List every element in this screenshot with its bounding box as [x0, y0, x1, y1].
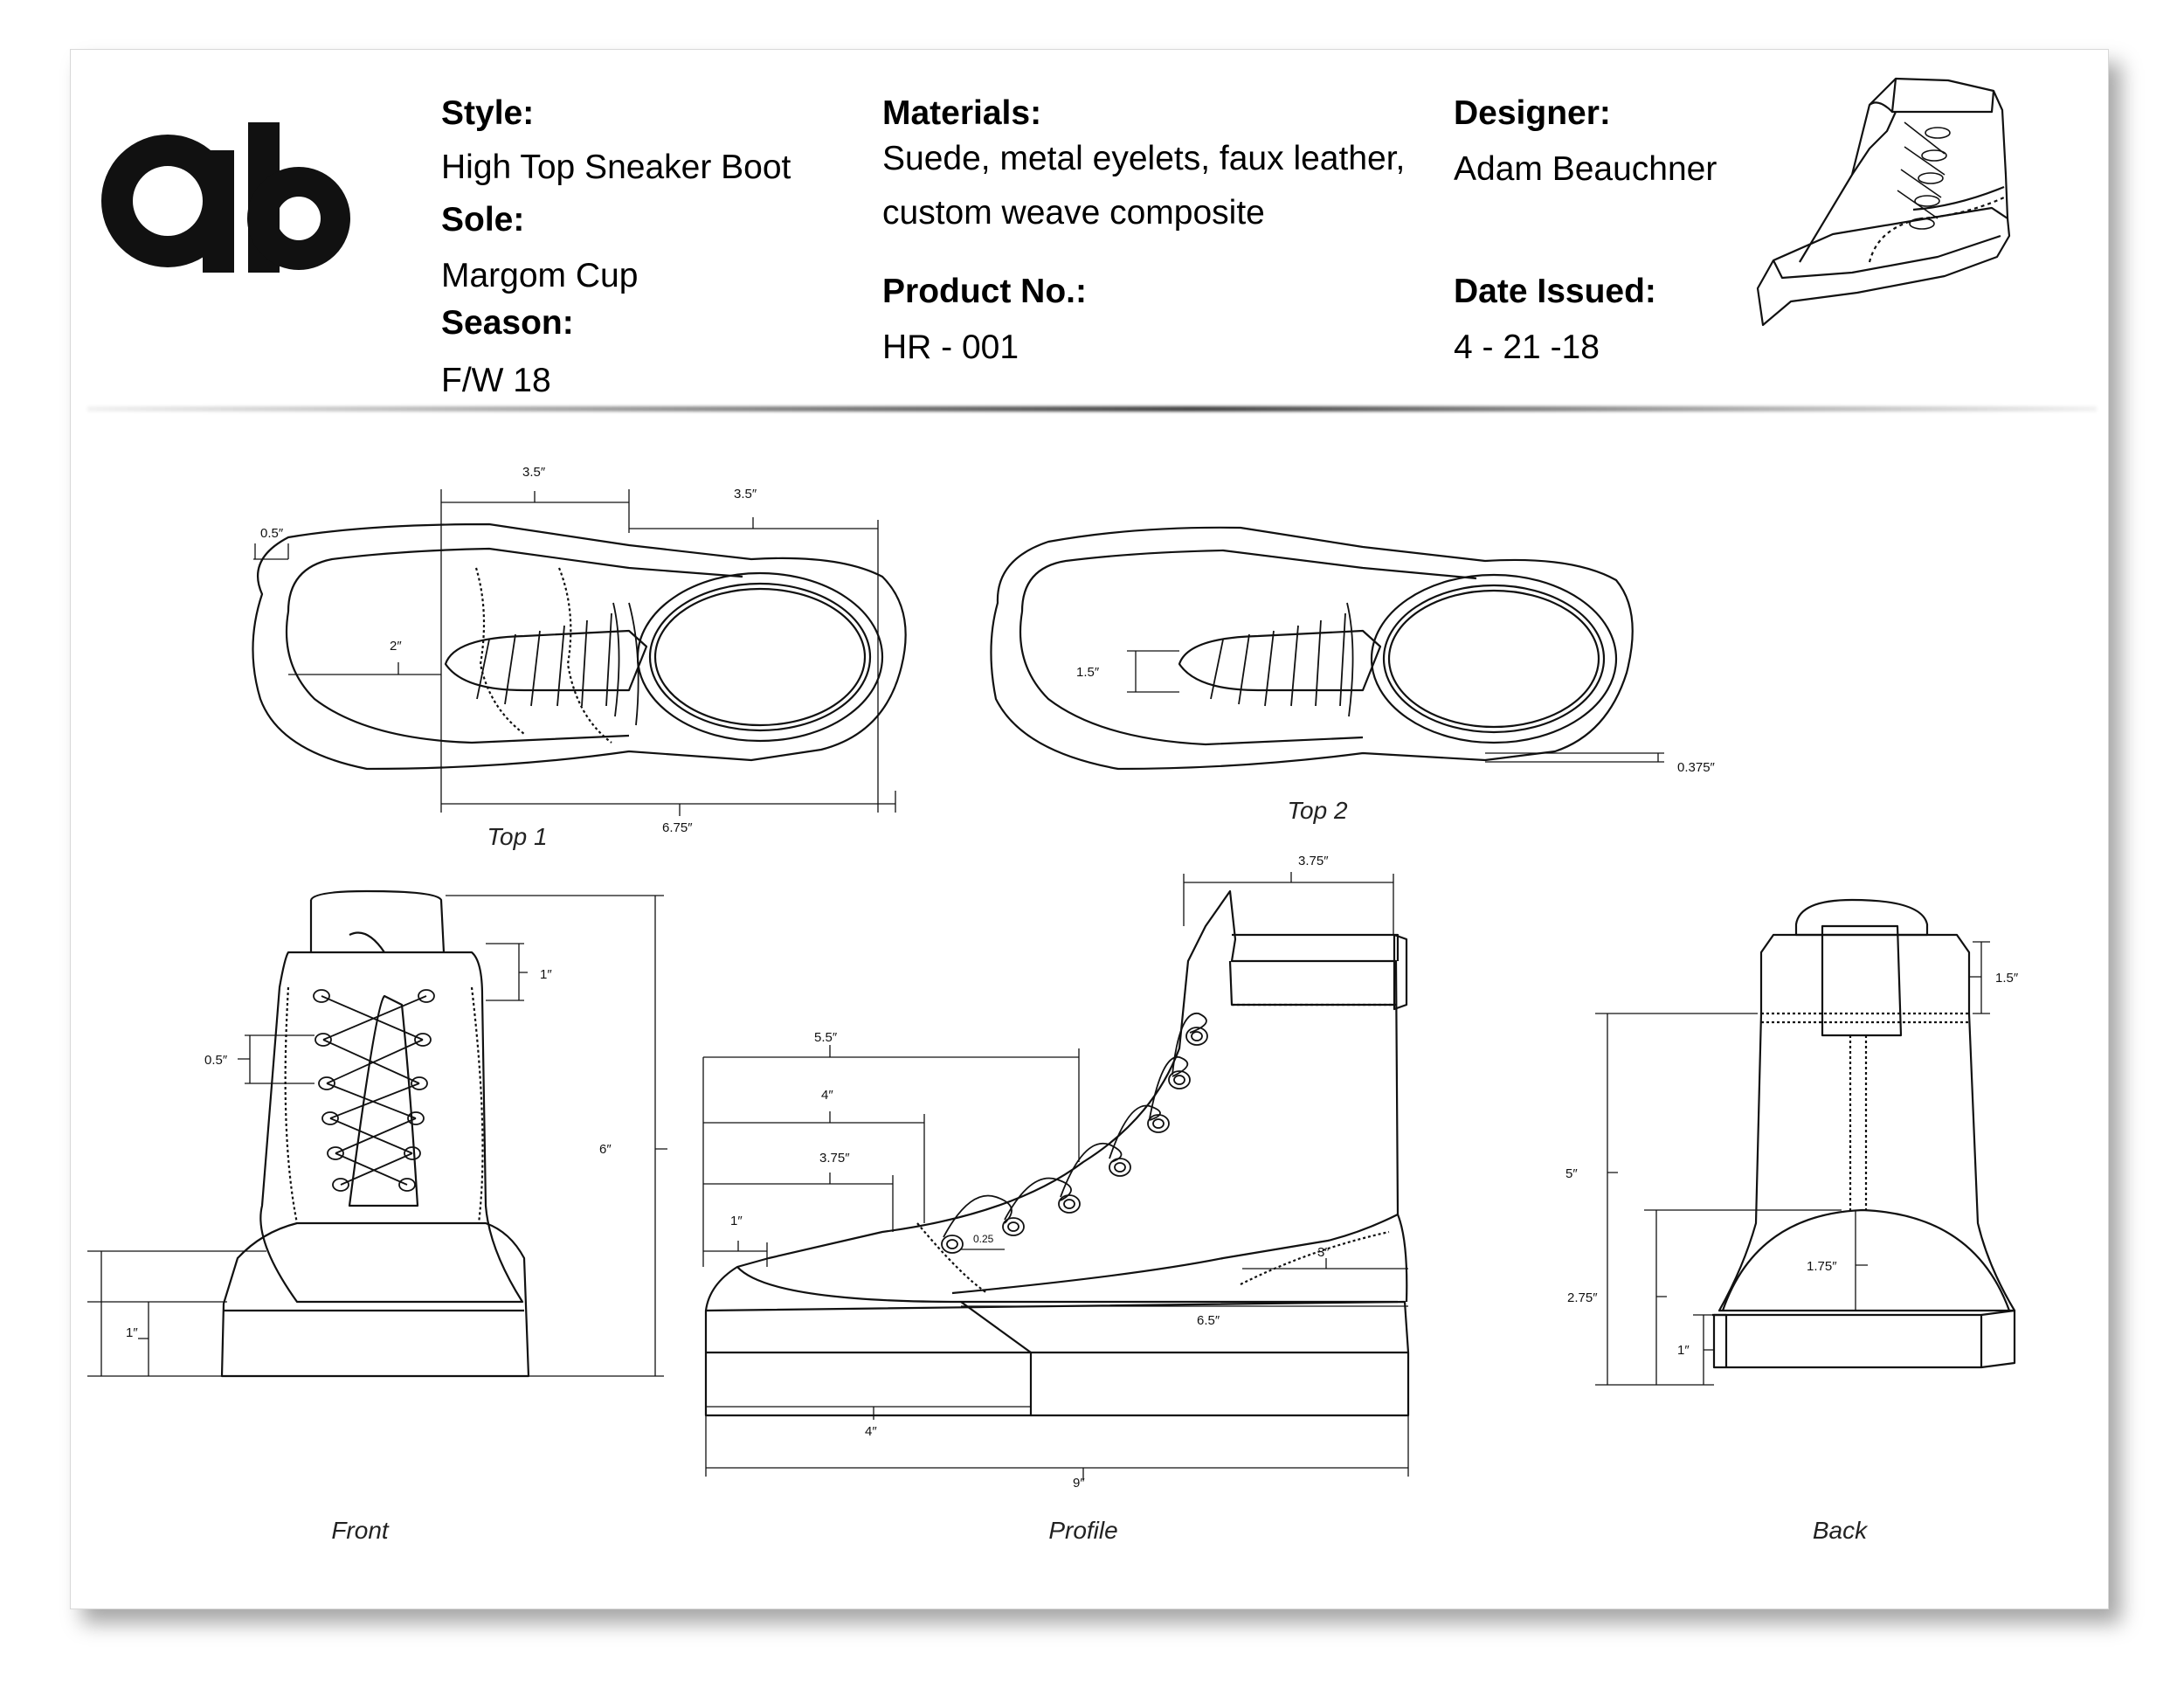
profile-view-drawing — [702, 872, 1410, 1480]
dim-profile-e: 0.25 — [973, 1233, 994, 1245]
designer-value: Adam Beauchner — [1454, 150, 1717, 188]
dim-back-e: 1″ — [1677, 1343, 1690, 1358]
dim-front-d: 1″ — [126, 1325, 138, 1340]
dim-top2-sole: 0.375″ — [1677, 760, 1716, 775]
back-view-drawing — [1595, 898, 2016, 1386]
dim-profile-b: 4″ — [821, 1088, 833, 1103]
view-label-top-1: Top 1 — [487, 823, 548, 850]
dim-profile-f: 3″ — [1317, 1245, 1330, 1260]
dim-back-c: 1.75″ — [1807, 1259, 1837, 1274]
brand-logo — [98, 96, 360, 288]
dim-top2-lace: 1.5″ — [1076, 665, 1100, 680]
tech-pack-sheet — [70, 49, 2109, 1609]
designer-label: Designer: — [1454, 94, 1611, 132]
boot-thumbnail-icon — [1756, 77, 2011, 327]
top-view-2-drawing — [990, 526, 1664, 771]
front-view-drawing — [87, 889, 667, 1378]
style-value: High Top Sneaker Boot — [441, 149, 791, 186]
dim-profile-i: 9″ — [1073, 1476, 1085, 1491]
date-issued-value: 4 - 21 -18 — [1454, 329, 1600, 366]
dim-profile-g: 6.5″ — [1197, 1313, 1220, 1328]
materials-line-1: Suede, metal eyelets, faux leather, — [882, 140, 1406, 177]
top-view-1-drawing — [252, 489, 907, 816]
view-label-top-2: Top 2 — [1287, 797, 1348, 824]
sole-label: Sole: — [441, 201, 525, 239]
view-label-profile: Profile — [1048, 1517, 1118, 1544]
view-label-front: Front — [331, 1517, 389, 1544]
dim-top1-b: 3.5″ — [734, 487, 757, 502]
style-label: Style: — [441, 94, 535, 132]
dim-front-a: 1″ — [540, 967, 552, 982]
season-label: Season: — [441, 304, 574, 342]
dim-back-b: 5″ — [1565, 1166, 1578, 1181]
dim-profile-a: 5.5″ — [814, 1030, 838, 1045]
dim-back-a: 1.5″ — [1995, 971, 2019, 986]
materials-label: Materials: — [882, 94, 1042, 132]
view-label-back: Back — [1812, 1517, 1868, 1544]
season-value: F/W 18 — [441, 362, 551, 399]
sole-value: Margom Cup — [441, 257, 639, 294]
dim-top1-inner: 2″ — [390, 639, 402, 654]
dim-top1-heel: 0.5″ — [260, 526, 284, 541]
dim-profile-top: 3.75″ — [1298, 854, 1329, 868]
dim-profile-c: 3.75″ — [819, 1151, 850, 1166]
product-number-label: Product No.: — [882, 273, 1087, 310]
dim-profile-d: 1″ — [730, 1214, 743, 1228]
header-divider — [87, 406, 2097, 412]
product-number-value: HR - 001 — [882, 329, 1019, 366]
dim-top1-total: 6.75″ — [662, 820, 693, 835]
dim-profile-h: 4″ — [865, 1424, 877, 1439]
dim-top1-a: 3.5″ — [522, 465, 546, 480]
dim-front-b: 0.5″ — [204, 1053, 228, 1068]
ab-logo-icon — [101, 122, 350, 273]
dim-front-c: 6″ — [599, 1142, 612, 1157]
date-issued-label: Date Issued: — [1454, 273, 1656, 310]
materials-line-2: custom weave composite — [882, 194, 1265, 232]
dim-back-d: 2.75″ — [1567, 1290, 1598, 1305]
